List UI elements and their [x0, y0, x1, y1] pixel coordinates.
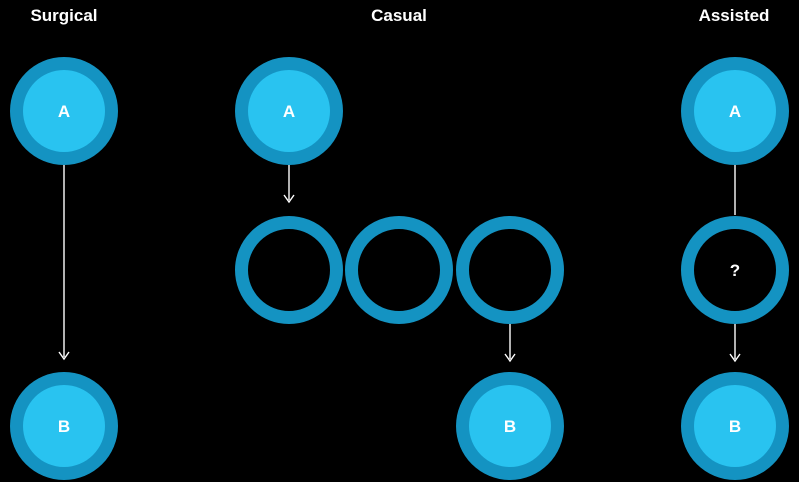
question-mark: ?	[730, 261, 740, 280]
node-assisted-end: B	[681, 372, 789, 480]
connectors	[58, 165, 741, 363]
node-surgical-start: A	[10, 57, 118, 165]
column-title-assisted: Assisted	[699, 6, 770, 25]
node-label: B	[504, 417, 516, 436]
node-casual-end: B	[456, 372, 564, 480]
ring-casual-3	[456, 216, 564, 324]
arrowhead-surgical-b	[58, 351, 70, 361]
ring-casual-2	[345, 216, 453, 324]
node-assisted-start: A	[681, 57, 789, 165]
node-label: A	[283, 102, 295, 121]
column-title-casual: Casual	[371, 6, 427, 25]
column-title-surgical: Surgical	[30, 6, 97, 25]
node-casual-start: A	[235, 57, 343, 165]
arrowhead-assisted-b	[729, 353, 741, 363]
node-label: A	[58, 102, 70, 121]
node-label: B	[58, 417, 70, 436]
node-label: B	[729, 417, 741, 436]
arrowhead-casual-b	[504, 353, 516, 363]
node-label: A	[729, 102, 741, 121]
arrowhead-casual-ring	[283, 194, 295, 204]
ring-casual-1	[235, 216, 343, 324]
node-surgical-end: B	[10, 372, 118, 480]
ring-assisted-unknown: ?	[681, 216, 789, 324]
